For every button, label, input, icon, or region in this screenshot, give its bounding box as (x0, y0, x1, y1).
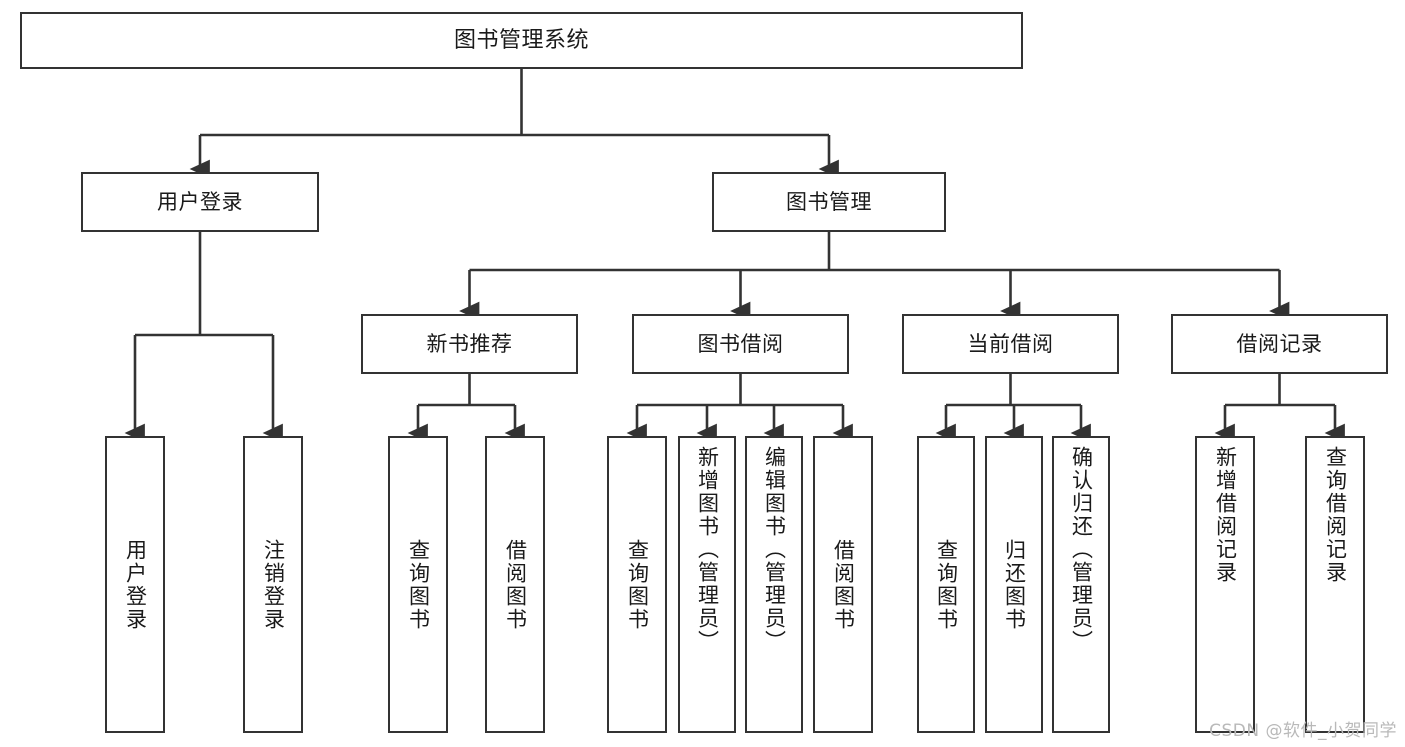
node-user-login[interactable]: 用户登录 (81, 172, 319, 232)
node-leaf-user-login[interactable]: 用户登录 (105, 436, 165, 733)
node-label: 编辑图书（管理员） (762, 446, 787, 653)
node-label: 查询图书 (406, 538, 431, 631)
node-label: 借阅图书 (831, 538, 856, 631)
node-label: 当前借阅 (967, 331, 1054, 356)
node-label: 新增借阅记录 (1213, 446, 1238, 584)
node-label: 新增图书（管理员） (695, 446, 720, 653)
node-label: 用户登录 (157, 189, 243, 214)
node-label: 图书管理 (786, 189, 872, 214)
node-book-manage[interactable]: 图书管理 (712, 172, 946, 232)
node-leaf-bb-query[interactable]: 查询图书 (607, 436, 667, 733)
node-label: 查询图书 (625, 538, 650, 631)
node-leaf-cb-query[interactable]: 查询图书 (917, 436, 975, 733)
node-leaf-br-add[interactable]: 新增借阅记录 (1195, 436, 1255, 733)
node-leaf-nb-query[interactable]: 查询图书 (388, 436, 448, 733)
node-leaf-user-logout[interactable]: 注销登录 (243, 436, 303, 733)
node-current-borrow[interactable]: 当前借阅 (902, 314, 1119, 374)
node-label: 查询图书 (934, 538, 959, 631)
csdn-watermark: CSDN @软件_小贺同学 (1209, 721, 1397, 741)
node-label: 确认归还（管理员） (1069, 446, 1094, 653)
node-label: 图书管理系统 (453, 27, 589, 53)
node-label: 借阅记录 (1236, 331, 1323, 356)
node-label: 归还图书 (1002, 538, 1027, 631)
node-label: 新书推荐 (426, 331, 513, 356)
node-leaf-nb-borrow[interactable]: 借阅图书 (485, 436, 545, 733)
node-leaf-cb-return[interactable]: 归还图书 (985, 436, 1043, 733)
node-label: 查询借阅记录 (1323, 446, 1348, 584)
node-leaf-bb-edit[interactable]: 编辑图书（管理员） (745, 436, 803, 733)
node-borrow-record[interactable]: 借阅记录 (1171, 314, 1388, 374)
node-label: 用户登录 (123, 538, 148, 631)
node-root[interactable]: 图书管理系统 (20, 12, 1023, 69)
node-leaf-br-query[interactable]: 查询借阅记录 (1305, 436, 1365, 733)
node-new-books[interactable]: 新书推荐 (361, 314, 578, 374)
node-borrow-books[interactable]: 图书借阅 (632, 314, 849, 374)
node-leaf-cb-confirm[interactable]: 确认归还（管理员） (1052, 436, 1110, 733)
node-label: 图书借阅 (697, 331, 784, 356)
node-label: 注销登录 (261, 538, 286, 631)
node-label: 借阅图书 (503, 538, 528, 631)
node-leaf-bb-add[interactable]: 新增图书（管理员） (678, 436, 736, 733)
node-leaf-bb-borrow[interactable]: 借阅图书 (813, 436, 873, 733)
